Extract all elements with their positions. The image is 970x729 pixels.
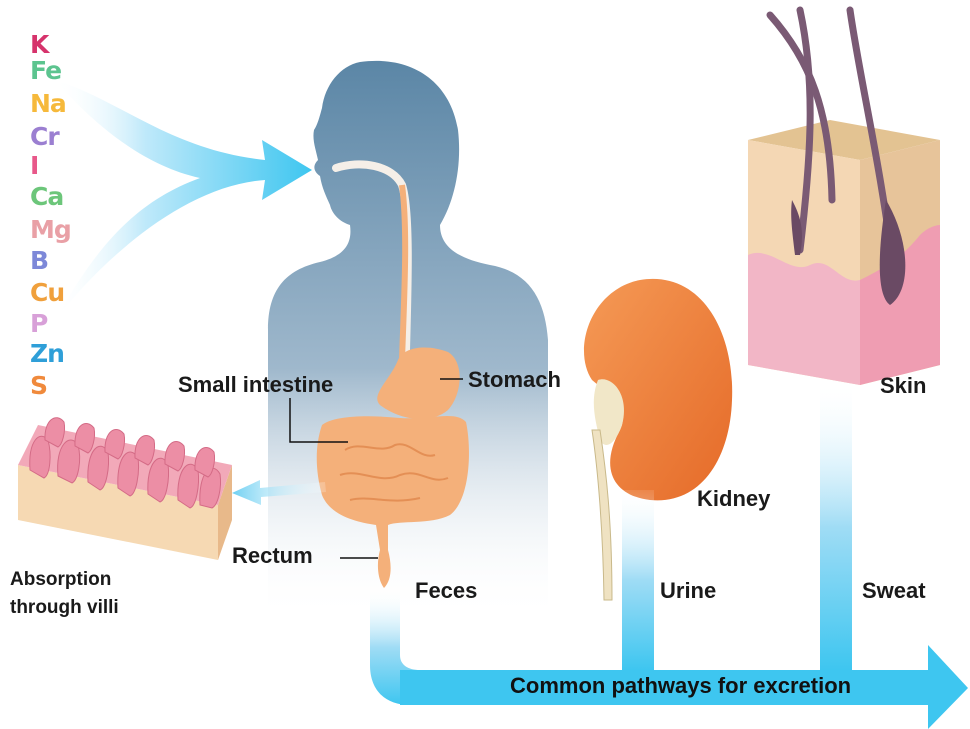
urine-pipe xyxy=(622,490,654,670)
rectum-label: Rectum xyxy=(232,543,313,569)
kidney-illustration xyxy=(584,279,732,600)
skin-illustration xyxy=(748,10,940,385)
feces-label: Feces xyxy=(415,578,477,604)
element-symbol: Cr xyxy=(30,124,59,149)
kidney-label: Kidney xyxy=(697,486,770,512)
villi-illustration xyxy=(18,418,232,560)
element-symbol: Na xyxy=(30,91,66,116)
urine-label: Urine xyxy=(660,578,716,604)
absorption-label-line1: Absorption xyxy=(10,568,111,592)
element-symbol: Zn xyxy=(30,341,64,366)
sweat-pipe xyxy=(820,385,852,670)
element-symbol: Mg xyxy=(30,217,71,242)
intake-arrow xyxy=(55,80,312,320)
absorption-label-line2: through villi xyxy=(10,596,119,620)
element-symbol: K xyxy=(30,32,48,57)
element-symbol: Ca xyxy=(30,184,63,209)
small-intestine-label: Small intestine xyxy=(178,372,333,398)
element-symbol: I xyxy=(30,153,38,178)
element-symbol: Fe xyxy=(30,58,61,83)
element-symbol: Cu xyxy=(30,280,64,305)
element-symbol: P xyxy=(30,311,47,336)
human-silhouette xyxy=(268,61,548,620)
element-symbol: S xyxy=(30,373,47,398)
sweat-label: Sweat xyxy=(862,578,926,604)
element-symbol: B xyxy=(30,248,48,273)
stomach-label: Stomach xyxy=(468,367,561,393)
common-arrow-head xyxy=(928,645,968,729)
common-pathways-label: Common pathways for excretion xyxy=(510,673,851,699)
skin-label: Skin xyxy=(880,373,926,399)
